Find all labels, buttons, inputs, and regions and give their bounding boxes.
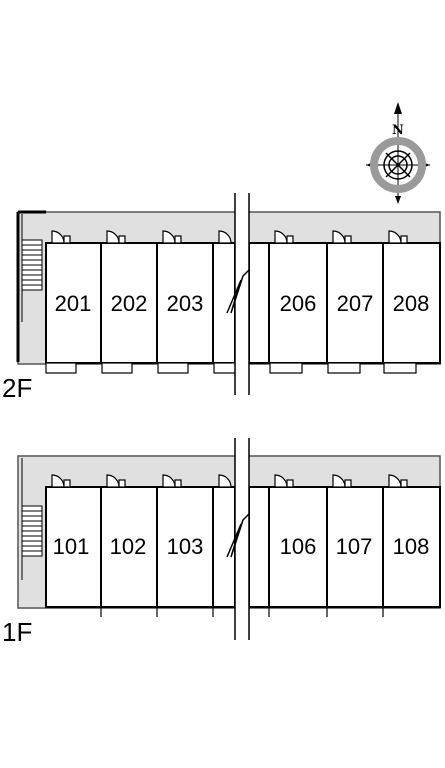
- unit-label: 102: [110, 534, 147, 559]
- floor-1f: 101 102 103 106 107 108 1F: [2, 438, 441, 647]
- unit-106: [268, 486, 328, 608]
- unit-label: 107: [336, 534, 373, 559]
- partition-ticks: [100, 607, 384, 617]
- unit-205-omitted: [248, 242, 270, 364]
- omission-break-icon: [226, 193, 250, 395]
- door-icon: [51, 474, 408, 488]
- unit-label: 208: [393, 291, 430, 316]
- unit-label: 207: [337, 291, 374, 316]
- unit-105-omitted: [248, 486, 270, 608]
- unit-207: [326, 242, 384, 364]
- unit-label: 202: [111, 291, 148, 316]
- unit-103: [156, 486, 214, 608]
- unit-label: 106: [280, 534, 317, 559]
- balcony-icon: [45, 362, 417, 374]
- floor-2f: 201 202 203 206 207 208 2F: [2, 193, 441, 403]
- unit-label: 101: [53, 534, 90, 559]
- door-icon: [51, 230, 408, 244]
- unit-102: [100, 486, 158, 608]
- unit-101: [45, 486, 102, 608]
- unit-203: [156, 242, 214, 364]
- unit-label: 108: [393, 534, 430, 559]
- unit-label: 206: [280, 291, 317, 316]
- unit-label: 203: [167, 291, 204, 316]
- unit-208: [382, 242, 441, 364]
- unit-108: [382, 486, 441, 608]
- omission-break-icon: [226, 438, 250, 640]
- unit-107: [326, 486, 384, 608]
- unit-label: 103: [167, 534, 204, 559]
- stairs-icon: [21, 239, 43, 291]
- unit-206: [268, 242, 328, 364]
- stairs-icon: [21, 505, 43, 557]
- floor-label: 2F: [2, 373, 32, 403]
- unit-label: 201: [55, 291, 92, 316]
- north-compass-icon: N: [366, 102, 430, 204]
- floor-label: 1F: [2, 617, 32, 647]
- north-label: N: [392, 123, 404, 138]
